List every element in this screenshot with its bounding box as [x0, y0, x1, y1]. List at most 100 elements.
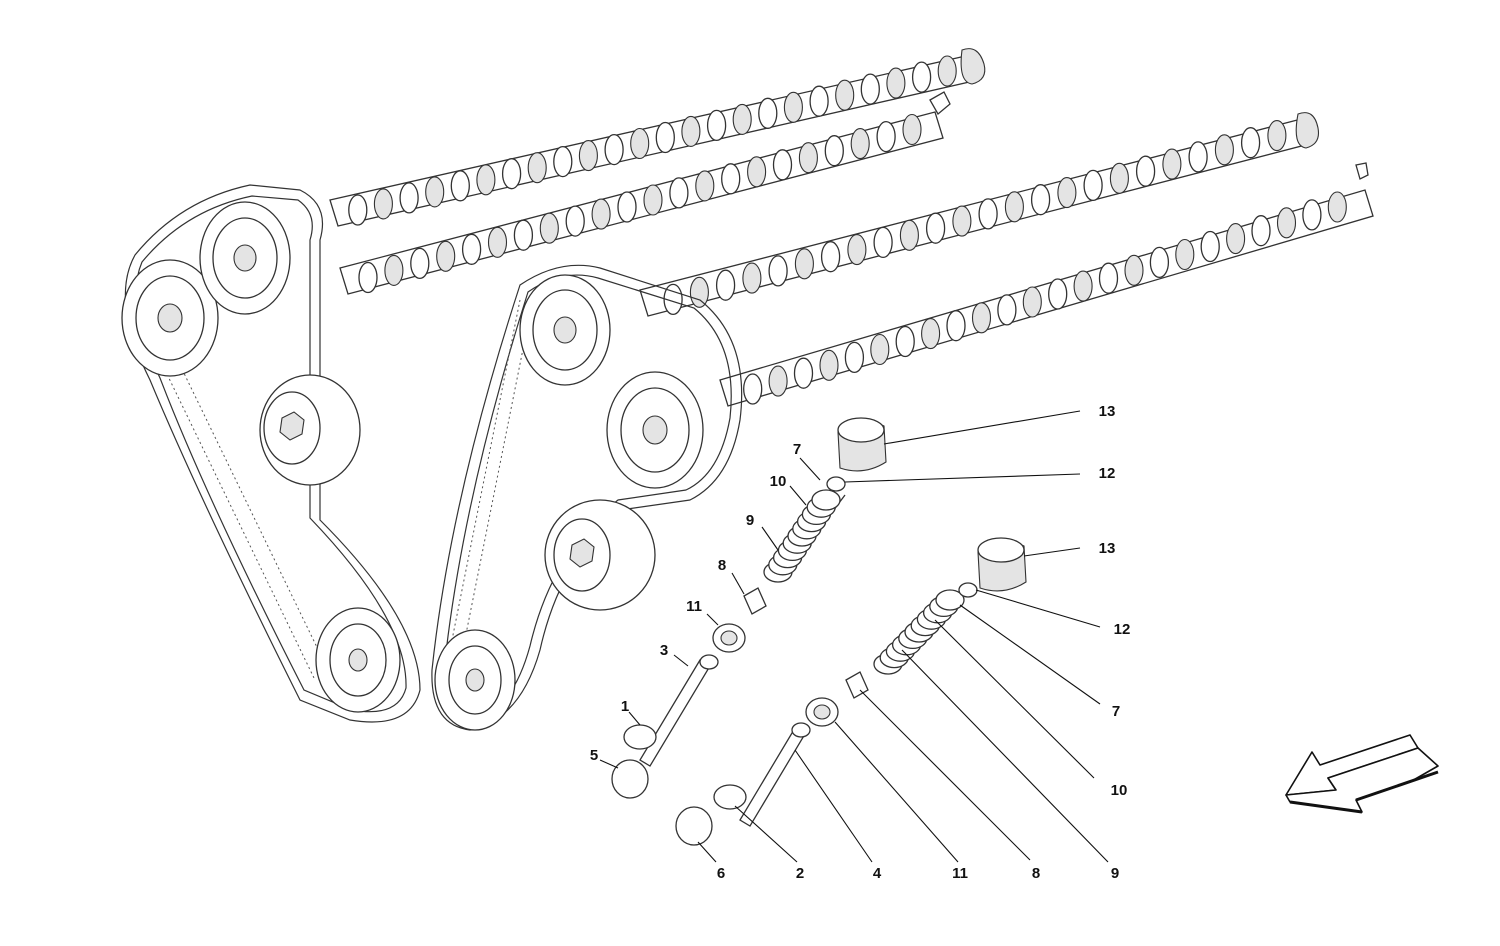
cam-lobe [695, 170, 715, 202]
cam-lobe [768, 255, 788, 287]
cam-lobe [937, 55, 957, 87]
cam-lobe [689, 276, 709, 308]
cam-lobe [1022, 286, 1042, 318]
cam-lobe [772, 149, 793, 181]
callout-12a: 12 [1099, 465, 1116, 482]
cam-lobes [348, 55, 1347, 405]
cam-lobe [487, 226, 508, 258]
valve-guide-lower [845, 671, 869, 699]
cam-lobe [742, 262, 762, 294]
spring-coil [935, 589, 965, 611]
cam-lobe [794, 248, 814, 280]
cam-lobe [1109, 162, 1129, 194]
cam-lobe [1135, 155, 1156, 187]
cam-lobe [450, 170, 470, 202]
callout-8b: 8 [1032, 865, 1040, 882]
cam-lobe [997, 294, 1017, 326]
cam-lobe [358, 261, 378, 294]
cam-lobe [902, 113, 922, 146]
cam-lobe [1098, 262, 1119, 294]
cam-lobe [1004, 191, 1024, 223]
cam-lobe [925, 212, 946, 244]
cam-lobe [655, 121, 675, 154]
valve-head-lower [675, 806, 713, 846]
cam-lobe [971, 302, 992, 334]
cam-lobe [747, 156, 767, 188]
callout-13b: 13 [1099, 540, 1116, 557]
cam-lobe [758, 97, 778, 129]
cam-lobe [820, 241, 841, 273]
valve-guide-upper [743, 587, 767, 615]
cam-lobe [783, 91, 803, 123]
cam-lobe [1251, 215, 1271, 247]
cam-lobe [798, 142, 818, 174]
cam-lobe [911, 61, 932, 93]
cam-lobe [844, 341, 865, 374]
cam-lobe [768, 365, 788, 397]
cam-lobe [706, 109, 727, 142]
valve-assembly-upper [611, 417, 887, 799]
cam-lobe [643, 184, 663, 216]
cam-lobe [1276, 207, 1297, 239]
cam-lobe [1226, 223, 1246, 255]
cam-lobe [513, 219, 534, 251]
cam-lobe [743, 373, 763, 405]
spring-coil [811, 489, 841, 511]
cam-lobe [1327, 191, 1347, 223]
cam-lobe [527, 152, 547, 184]
callout-10b: 10 [1111, 782, 1128, 799]
cam-lobe [952, 205, 972, 237]
cam-lobe [436, 240, 456, 272]
cam-lobe [1048, 278, 1068, 310]
cam-lobe [1214, 134, 1234, 166]
valve-stem-lower [739, 722, 811, 827]
cam-lobe [1162, 148, 1182, 180]
cam-lobe [1240, 127, 1261, 159]
valve-head-upper [611, 759, 649, 799]
callout-10a: 10 [770, 473, 787, 490]
cam-lobe [1030, 184, 1051, 216]
rear-timing-belt-assembly [121, 184, 421, 723]
callout-11b: 11 [952, 865, 968, 882]
leader-lines [599, 410, 1109, 863]
callout-6: 6 [717, 865, 725, 882]
callout-5: 5 [590, 747, 598, 764]
cam-lobe [399, 182, 419, 214]
cam-lobe [1175, 238, 1195, 271]
cam-lobe [721, 163, 741, 195]
cam-lobe [886, 67, 906, 99]
callout-13a: 13 [1099, 403, 1116, 420]
cam-lobe [630, 127, 650, 160]
callout-9b: 9 [1111, 865, 1119, 882]
cam-lobe [669, 177, 689, 209]
cam-lobe [578, 140, 598, 172]
valve-seal-upper [712, 623, 746, 653]
valve-seal-lower [805, 697, 839, 727]
cam-lobe [873, 226, 893, 259]
cam-lobe [860, 73, 880, 105]
callout-7b: 7 [1112, 703, 1120, 720]
cam-lobe [565, 205, 585, 237]
cam-lobe [461, 233, 482, 265]
cam-lobe [835, 79, 855, 111]
callout-1: 1 [621, 698, 629, 715]
cam-lobe [591, 198, 611, 230]
valve-assembly-lower [675, 537, 1027, 846]
cam-lobe [1188, 141, 1208, 173]
cam-lobe [425, 176, 445, 208]
cam-lobe [793, 357, 814, 389]
cam-lobe [870, 333, 890, 366]
cam-lobe [373, 188, 393, 220]
callout-3: 3 [660, 642, 668, 659]
cam-lobe [1124, 254, 1144, 286]
callout-2: 2 [796, 865, 804, 882]
cam-lobe [617, 191, 637, 223]
callout-8a: 8 [718, 557, 726, 574]
cam-lobe [809, 85, 829, 117]
cam-lobe [876, 120, 896, 153]
cam-lobe [553, 145, 573, 178]
cam-lobe [850, 128, 870, 160]
callout-12b: 12 [1114, 621, 1131, 638]
cam-lobe [681, 115, 701, 147]
